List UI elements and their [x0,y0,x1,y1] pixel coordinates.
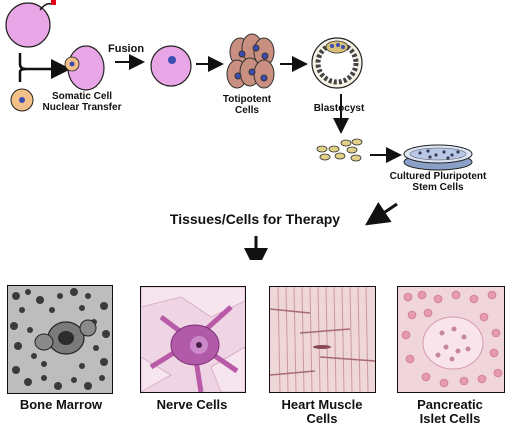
cultured-label-line2: Stem Cells [412,181,464,193]
totipotent-label-line1: Totipotent [222,94,272,105]
tissue-label-heart-muscle-line1: Heart Muscle [281,397,363,412]
nuclear-transfer-cell [64,45,105,91]
bone-marrow-image [7,285,113,394]
blastocyst-label: Blastocyst [313,103,365,114]
totipotent-label-line2: Cells [235,104,259,116]
merge-line [18,53,58,71]
tissue-label-heart-muscle: Heart Muscle Cells [264,398,380,425]
tissue-label-nerve-cells: Nerve Cells [134,398,250,412]
culture-dish [403,144,473,171]
nerve-cells-image [140,286,246,393]
totipotent-label: Totipotent Cells [212,94,282,116]
heart-muscle-image [269,286,376,393]
removal-arrow [39,2,53,11]
scnt-label: Somatic Cell Nuclear Transfer [32,91,132,113]
tissue-label-pancreatic-islet: Pancreatic Islet Cells [392,398,508,425]
blastocyst [311,37,363,89]
scnt-label-line1: Somatic Cell [51,91,113,102]
scnt-label-line2: Nuclear Transfer [42,101,122,113]
process-diagram [5,0,473,260]
cultured-label-line1: Cultured Pluripotent [389,171,487,182]
fusion-label: Fusion [108,43,145,55]
tissue-label-heart-muscle-line2: Cells [306,410,338,426]
enucleated-marker [51,0,56,5]
icm-cells [316,138,363,162]
cultured-label: Cultured Pluripotent Stem Cells [378,171,498,193]
pancreatic-islet-image [397,286,505,393]
fused-cell [150,45,192,87]
tissue-label-pancreatic-islet-line1: Pancreatic [417,397,483,412]
therapy-title: Tissues/Cells for Therapy [169,211,341,227]
to-therapy-arrow [365,202,398,226]
somatic-cell [10,88,34,112]
tissue-label-pancreatic-islet-line2: Islet Cells [419,410,481,426]
totipotent-cells [226,33,275,89]
tissue-label-bone-marrow-line1: Bone Marrow [19,397,103,412]
tissue-label-nerve-cells-line1: Nerve Cells [156,397,228,412]
tissue-label-bone-marrow: Bone Marrow [4,398,118,412]
egg-cell [5,2,51,48]
